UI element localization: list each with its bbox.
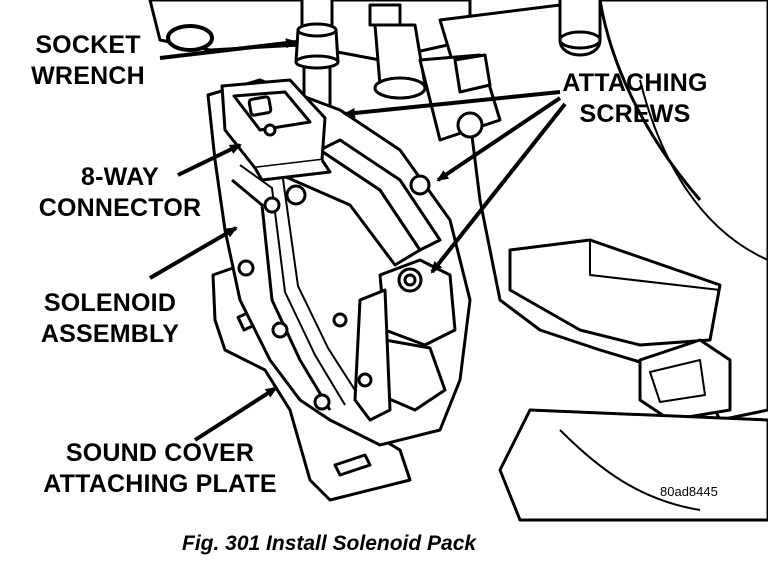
background-housing xyxy=(148,0,768,522)
reference-code: 80ad8445 xyxy=(660,484,718,499)
solenoid-assembly-label: SOLENOID ASSEMBLY xyxy=(25,288,195,350)
sound-cover-plate-label-line1: SOUND COVER xyxy=(65,439,255,467)
connector-label-line2: CONNECTOR xyxy=(38,194,202,222)
attaching-screws-label-line2: SCREWS xyxy=(579,100,691,128)
socket-wrench-label-line2: WRENCH xyxy=(31,62,145,90)
solenoid-assembly-label-line2: ASSEMBLY xyxy=(40,320,180,348)
connector-label-line1: 8-WAY xyxy=(81,163,159,191)
sound-cover-plate-label: SOUND COVER ATTACHING PLATE xyxy=(20,438,300,500)
sound-cover-plate-label-line2: ATTACHING PLATE xyxy=(43,470,277,498)
socket-wrench-label: SOCKET WRENCH xyxy=(18,30,158,92)
connector-label: 8-WAY CONNECTOR xyxy=(25,162,215,224)
attaching-screws-label: ATTACHING SCREWS xyxy=(560,68,710,130)
eight-way-connector xyxy=(220,78,332,182)
attaching-screws-label-line1: ATTACHING xyxy=(562,69,708,97)
callout-leaders xyxy=(148,38,567,442)
figure-caption: Fig. 301 Install Solenoid Pack xyxy=(182,532,477,555)
solenoid-assembly-label-line1: SOLENOID xyxy=(43,289,177,317)
socket-wrench-label-line1: SOCKET xyxy=(35,31,141,59)
